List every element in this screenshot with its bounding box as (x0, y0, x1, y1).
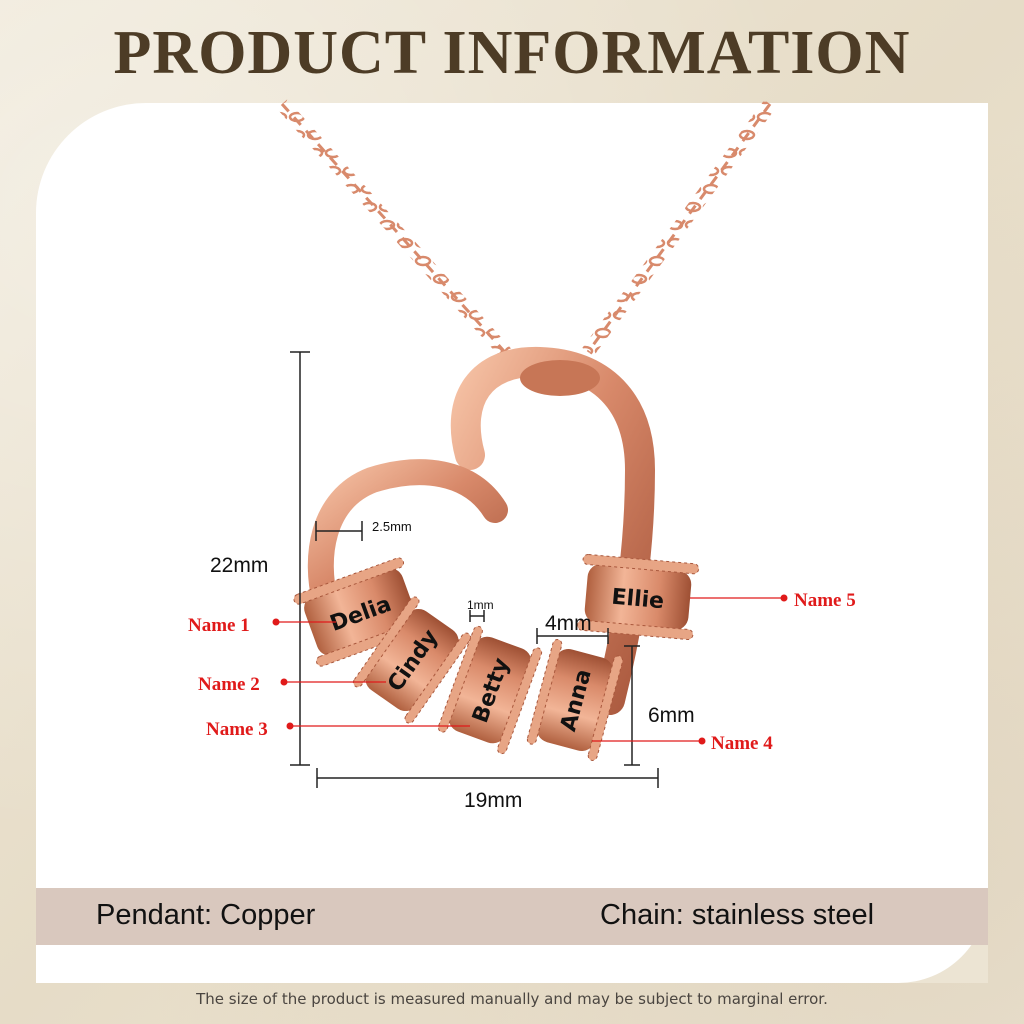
pendant-material: Pendant: Copper (96, 899, 316, 931)
callout-dots (272, 594, 788, 745)
bead-height-dimension: 6mm (648, 704, 695, 727)
bead-width-dimension: 4mm (545, 612, 592, 635)
page-title: PRODUCT INFORMATION (113, 19, 911, 87)
bead-gap-dimension: 1mm (467, 598, 494, 612)
label-name-5: Name 5 (794, 590, 856, 611)
dimension-lines (290, 351, 659, 788)
product-card (36, 103, 988, 983)
bead-anna: Anna (526, 639, 624, 761)
bead-betty: Betty (437, 625, 543, 755)
width-dimension: 19mm (464, 789, 522, 812)
label-name-4: Name 4 (711, 733, 773, 754)
gap-dimension: 2.5mm (372, 519, 412, 534)
callout-lines (276, 597, 784, 742)
bead-name-5: Ellie (611, 585, 666, 614)
chain-right (582, 99, 776, 357)
label-name-3: Name 3 (206, 719, 268, 740)
label-name-1: Name 1 (188, 615, 250, 636)
label-name-2: Name 2 (198, 674, 260, 695)
footnote: The size of the product is measured manu… (196, 990, 828, 1008)
chain-material: Chain: stainless steel (600, 899, 875, 931)
height-dimension: 22mm (210, 554, 268, 577)
material-bar (36, 888, 988, 945)
chain-left (276, 99, 518, 365)
bead-ellie: Ellie (576, 554, 700, 640)
bead-cindy: Cindy (352, 596, 472, 724)
